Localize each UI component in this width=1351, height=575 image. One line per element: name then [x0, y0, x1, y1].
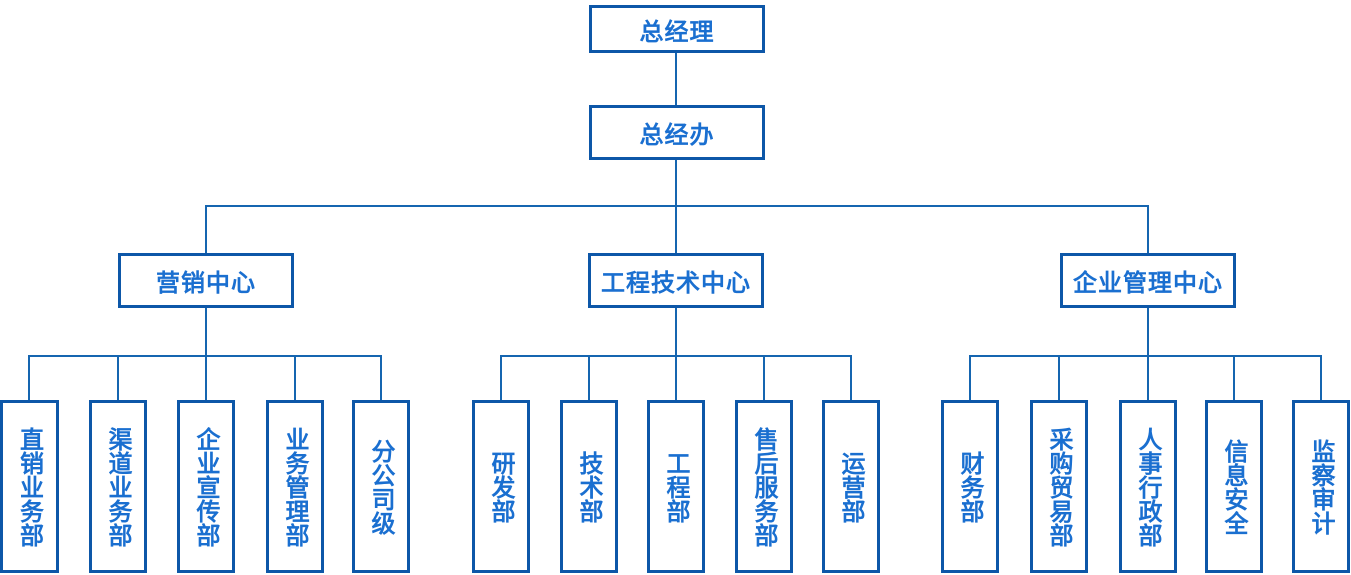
node-dept-corporate-publicity: 企业宣传部: [177, 400, 235, 573]
node-dept-finance: 财务部: [941, 400, 999, 573]
node-management-center: 企业管理中心: [1060, 253, 1236, 308]
connector-drop-g3-3: [1147, 355, 1149, 400]
connector-drop-management: [1147, 205, 1149, 253]
connector-marketing-down: [205, 308, 207, 355]
node-dept-information-security: 信息安全: [1205, 400, 1263, 573]
connector-level1-horizontal: [206, 205, 1149, 207]
connector-drop-g1-4: [294, 355, 296, 400]
node-dept-channel-sales: 渠道业务部: [89, 400, 147, 573]
node-engineering-center: 工程技术中心: [588, 253, 764, 308]
connector-drop-g1-3: [205, 355, 207, 400]
connector-drop-g3-5: [1320, 355, 1322, 400]
node-dept-after-sales-service: 售后服务部: [735, 400, 793, 573]
connector-group3-horizontal: [970, 355, 1322, 357]
connector-root-office: [675, 52, 677, 105]
node-general-office: 总经办: [589, 105, 765, 160]
connector-drop-g2-3: [675, 355, 677, 400]
node-dept-technology: 技术部: [560, 400, 618, 573]
connector-drop-g2-1: [500, 355, 502, 400]
connector-drop-g1-5: [380, 355, 382, 400]
node-dept-procurement-trade: 采购贸易部: [1030, 400, 1088, 573]
connector-drop-g2-2: [588, 355, 590, 400]
connector-engineering-down: [675, 308, 677, 355]
node-dept-supervision-audit: 监察审计: [1292, 400, 1350, 573]
connector-drop-g3-2: [1058, 355, 1060, 400]
node-dept-operations: 运营部: [822, 400, 880, 573]
node-dept-hr-admin: 人事行政部: [1119, 400, 1177, 573]
node-dept-rnd: 研发部: [472, 400, 530, 573]
node-dept-engineering: 工程部: [647, 400, 705, 573]
node-dept-branch-company: 分公司级: [352, 400, 410, 573]
connector-management-down: [1147, 308, 1149, 355]
connector-drop-g1-2: [117, 355, 119, 400]
node-general-manager: 总经理: [589, 5, 765, 53]
connector-drop-g2-4: [763, 355, 765, 400]
connector-office-down: [675, 159, 677, 205]
connector-drop-engineering: [675, 205, 677, 253]
node-marketing-center: 营销中心: [118, 253, 294, 308]
connector-drop-g1-1: [28, 355, 30, 400]
connector-drop-g2-5: [850, 355, 852, 400]
connector-drop-marketing: [205, 205, 207, 253]
connector-drop-g3-1: [969, 355, 971, 400]
connector-drop-g3-4: [1233, 355, 1235, 400]
node-dept-business-management: 业务管理部: [266, 400, 324, 573]
node-dept-direct-sales: 直销业务部: [0, 400, 59, 573]
